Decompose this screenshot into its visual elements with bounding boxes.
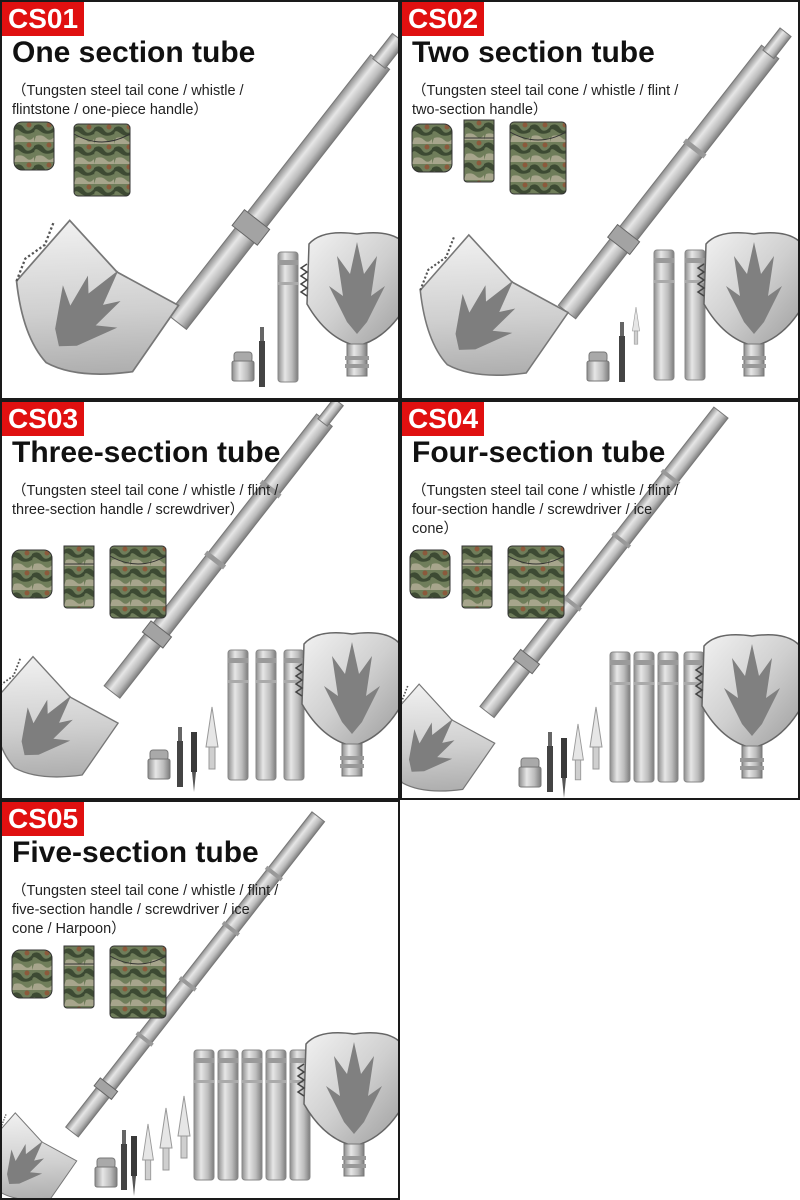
product-panel-cs01: CS01 One section tube （Tungsten steel ta… xyxy=(0,0,400,400)
product-description: （Tungsten steel tail cone / whistle / fl… xyxy=(412,483,679,537)
shovel-product-image xyxy=(2,32,398,398)
shovel-product-image xyxy=(402,406,798,798)
product-title: Four-section tube xyxy=(412,436,666,469)
product-title: Three-section tube xyxy=(12,436,281,469)
shovel-product-image xyxy=(2,811,398,1198)
product-code-badge: CS04 xyxy=(402,402,485,436)
product-panel-cs04: CS04 Four-section tube （Tungsten steel t… xyxy=(400,400,800,800)
product-code-badge: CS05 xyxy=(2,802,85,836)
product-title: One section tube xyxy=(12,36,256,69)
product-description: （Tungsten steel tail cone / whistle / fl… xyxy=(412,83,679,118)
shovel-product-image xyxy=(2,402,398,798)
product-title: Two section tube xyxy=(412,36,655,69)
product-title: Five-section tube xyxy=(12,836,259,869)
product-description: （Tungsten steel tail cone / whistle / fl… xyxy=(12,883,279,937)
product-description: （Tungsten steel tail cone / whistle / fl… xyxy=(12,83,244,118)
product-panel-cs02: CS02 Two section tube （Tungsten steel ta… xyxy=(400,0,800,400)
product-description: （Tungsten steel tail cone / whistle / fl… xyxy=(12,483,279,518)
product-code-badge: CS01 xyxy=(2,2,85,36)
product-panel-cs03: CS03 Three-section tube （Tungsten steel … xyxy=(0,400,400,800)
product-panel-cs05: CS05 Five-section tube （Tungsten steel t… xyxy=(0,800,400,1200)
product-code-badge: CS02 xyxy=(402,2,485,36)
shovel-product-image xyxy=(402,27,798,398)
product-code-badge: CS03 xyxy=(2,402,85,436)
